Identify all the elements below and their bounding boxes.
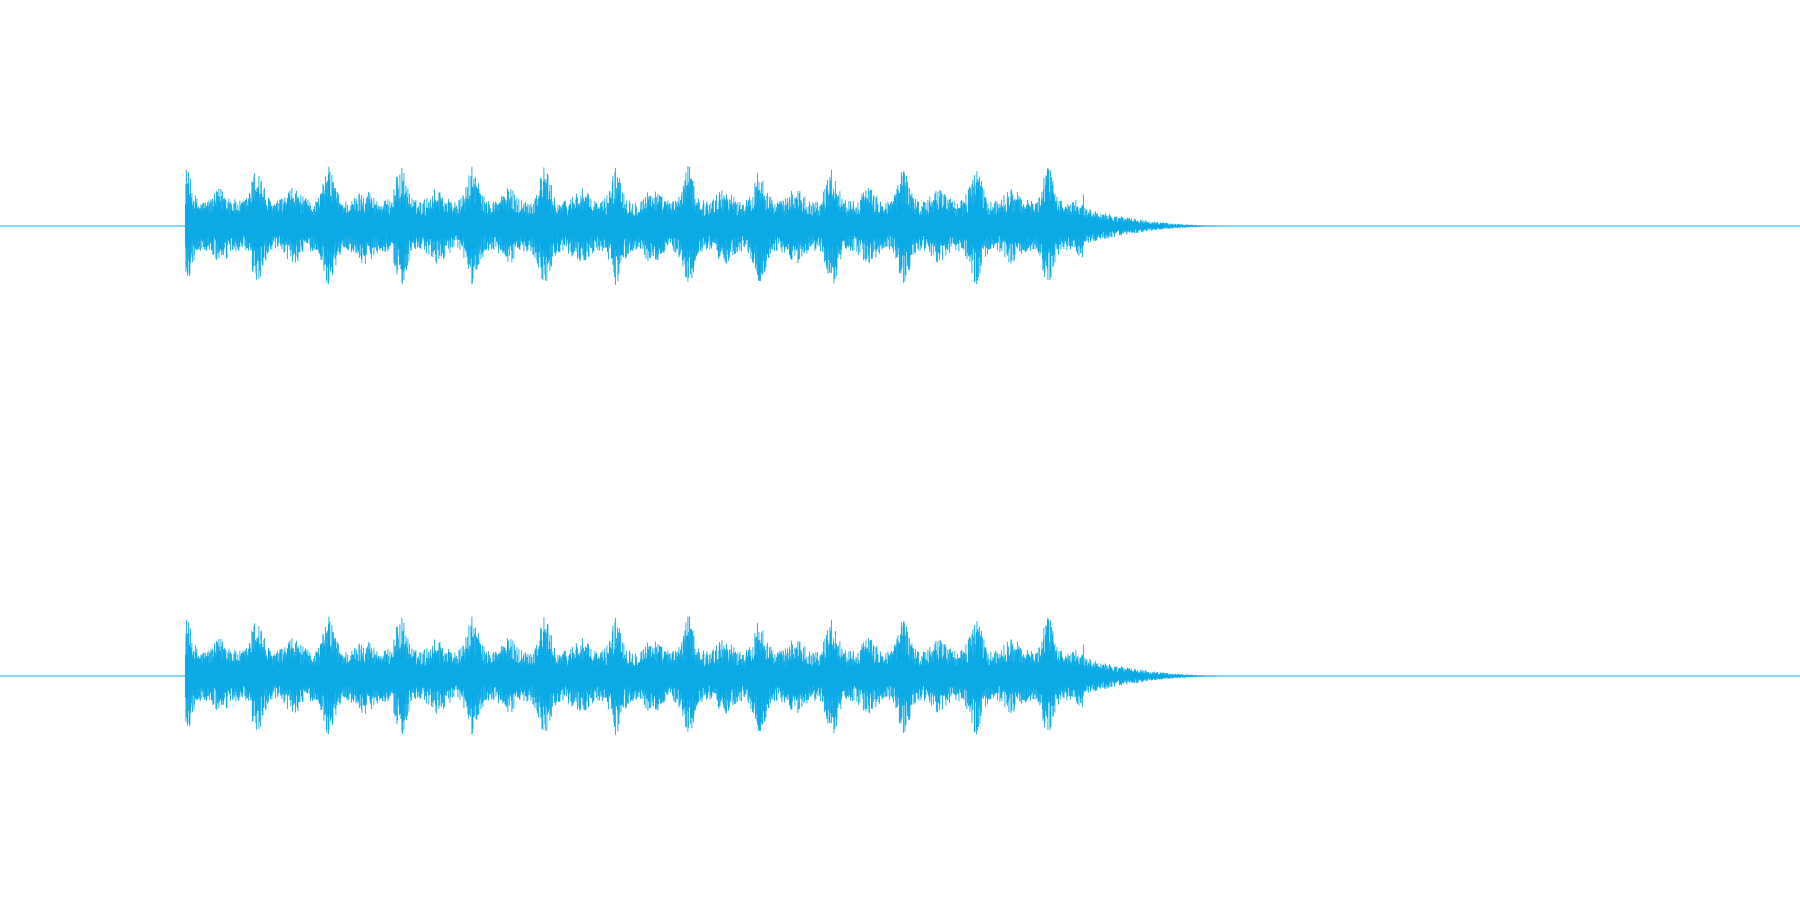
channel-2-waveform xyxy=(184,616,1225,735)
waveform-channel-2 xyxy=(0,616,1800,735)
waveform-channel-1 xyxy=(0,166,1800,285)
channel-1-waveform xyxy=(184,166,1225,285)
